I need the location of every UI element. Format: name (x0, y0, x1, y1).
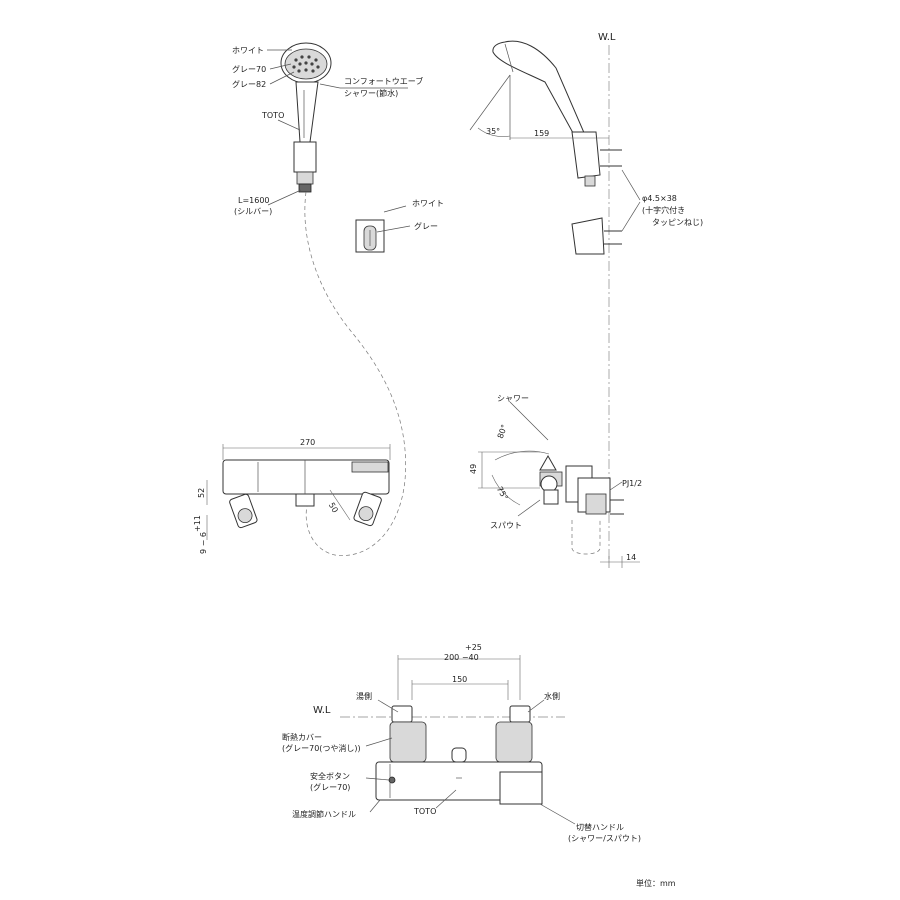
label-dim-plus25: +25 (465, 643, 482, 652)
label-pj: PJ1/2 (622, 479, 642, 488)
label-showerhead-white: ホワイト (232, 46, 264, 55)
shower-hose-dashed (304, 191, 406, 556)
label-dim-14: 14 (626, 553, 636, 562)
label-dim-6: 9 − 6 (199, 532, 208, 554)
label-holder-white: ホワイト (412, 199, 444, 208)
label-safety-button: 安全ボタン (310, 771, 350, 781)
label-comfort-wave-2: シャワー(節水) (344, 88, 398, 98)
side-view-dimensions (469, 74, 641, 232)
label-comfort-wave-1: コンフォートウエーブ (344, 76, 423, 86)
label-wl-top: W.L (598, 32, 616, 43)
label-angle-35: 35° (486, 127, 500, 136)
label-safety-button-color: (グレー70) (310, 782, 350, 792)
label-dim-50: 50 (327, 501, 340, 514)
label-hose-length: L=1600 (238, 196, 270, 205)
label-dim-49: 49 (469, 464, 478, 474)
showerhead-side-view (492, 40, 622, 255)
label-dim-159: 159 (534, 129, 549, 138)
label-hot-side: 湯側 (356, 691, 372, 701)
label-wl-bottom: W.L (313, 705, 331, 716)
label-switch-handle-note: (シャワー/スパウト) (568, 834, 641, 843)
label-angle-80: 80° (496, 423, 509, 439)
mixer-side-view (478, 401, 640, 568)
mixer-front-view (206, 444, 391, 540)
label-dim-270: 270 (300, 438, 315, 447)
label-toto-bottom: TOTO (413, 807, 436, 816)
label-shower: シャワー (497, 394, 529, 403)
label-toto-top: TOTO (261, 111, 284, 120)
label-angle-75: 75° (495, 485, 510, 502)
label-screw-spec: φ4.5×38 (642, 194, 677, 203)
mixer-top-view (340, 655, 576, 825)
label-dim-200: 200 −40 (444, 653, 479, 662)
label-insulation-cover-color: (グレー70(つや消し)) (282, 743, 361, 753)
label-insulation-cover: 断熱カバー (282, 732, 322, 742)
label-unit: 単位：mm (636, 878, 676, 888)
label-temp-handle: 温度調節ハンドル (292, 809, 356, 819)
label-screw-note-1: (十字穴付き (642, 205, 685, 215)
label-switch-handle: 切替ハンドル (576, 822, 624, 832)
showerhead-leaders (267, 49, 408, 206)
label-dim-11: +11 (193, 515, 202, 532)
showerhead-front-view (280, 42, 332, 193)
label-holder-grey: グレー (414, 221, 438, 231)
label-cold-side: 水側 (544, 691, 560, 701)
label-showerhead-grey70: グレー70 (232, 64, 266, 74)
label-hose-color: (シルバー) (234, 207, 272, 216)
holder-front-view (355, 205, 411, 253)
label-dim-52: 52 (197, 488, 206, 498)
label-spout: スパウト (490, 521, 522, 530)
label-showerhead-grey82: グレー82 (232, 79, 266, 89)
label-screw-note-2: タッピンねじ) (652, 218, 703, 227)
label-dim-150: 150 (452, 675, 467, 684)
